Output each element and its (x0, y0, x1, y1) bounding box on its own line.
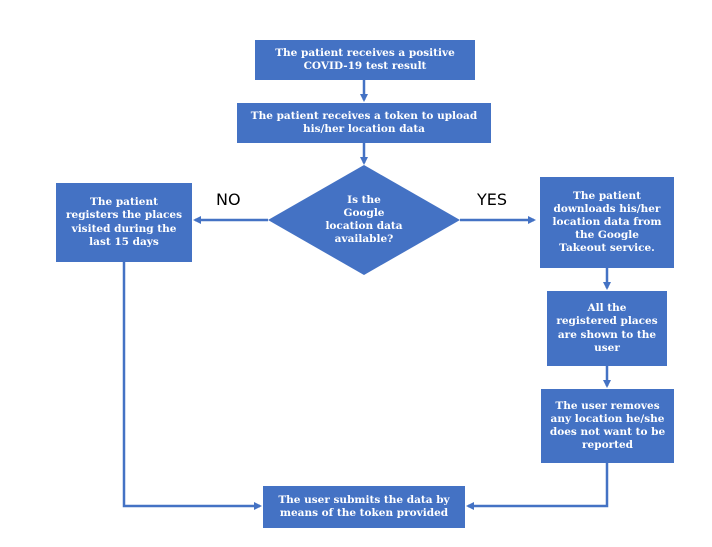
token-box: The patient receives a token to upload h… (237, 103, 491, 143)
show-places-box: All the registered places are shown to t… (547, 291, 667, 366)
submit-box: The user submits the data by means of th… (263, 486, 465, 528)
download-data-box: The patient downloads his/her location d… (540, 177, 674, 268)
no-branch-label: NO (216, 190, 241, 209)
remove-location-box: The user removes any location he/she doe… (541, 389, 674, 463)
decision-label: Is the Google location data available? (325, 193, 403, 246)
arrow-remove-to-submit (466, 463, 609, 510)
positive-test-box: The patient receives a positive COVID-19… (255, 40, 475, 80)
yes-branch-label: YES (477, 190, 508, 209)
arrow-register-to-submit (122, 262, 262, 510)
decision-diamond (268, 165, 460, 275)
register-places-box: The patient registers the places visited… (56, 183, 192, 262)
